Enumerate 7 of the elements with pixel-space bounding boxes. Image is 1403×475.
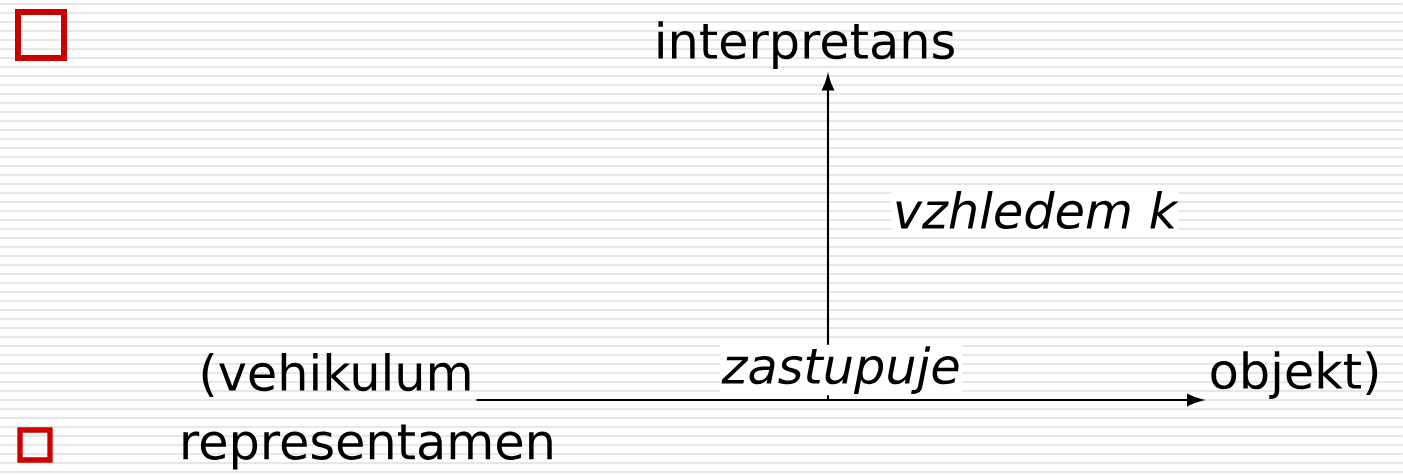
edge-label: zastupuje <box>720 344 962 396</box>
term-text: objekt) <box>1211 351 1378 399</box>
arrow <box>476 394 1203 406</box>
term-text: interpretans <box>658 21 954 69</box>
bullet-text: representamen <box>183 424 552 470</box>
edge-label: vzhledem k <box>891 189 1179 231</box>
term-text: (vehikulum <box>202 353 470 397</box>
